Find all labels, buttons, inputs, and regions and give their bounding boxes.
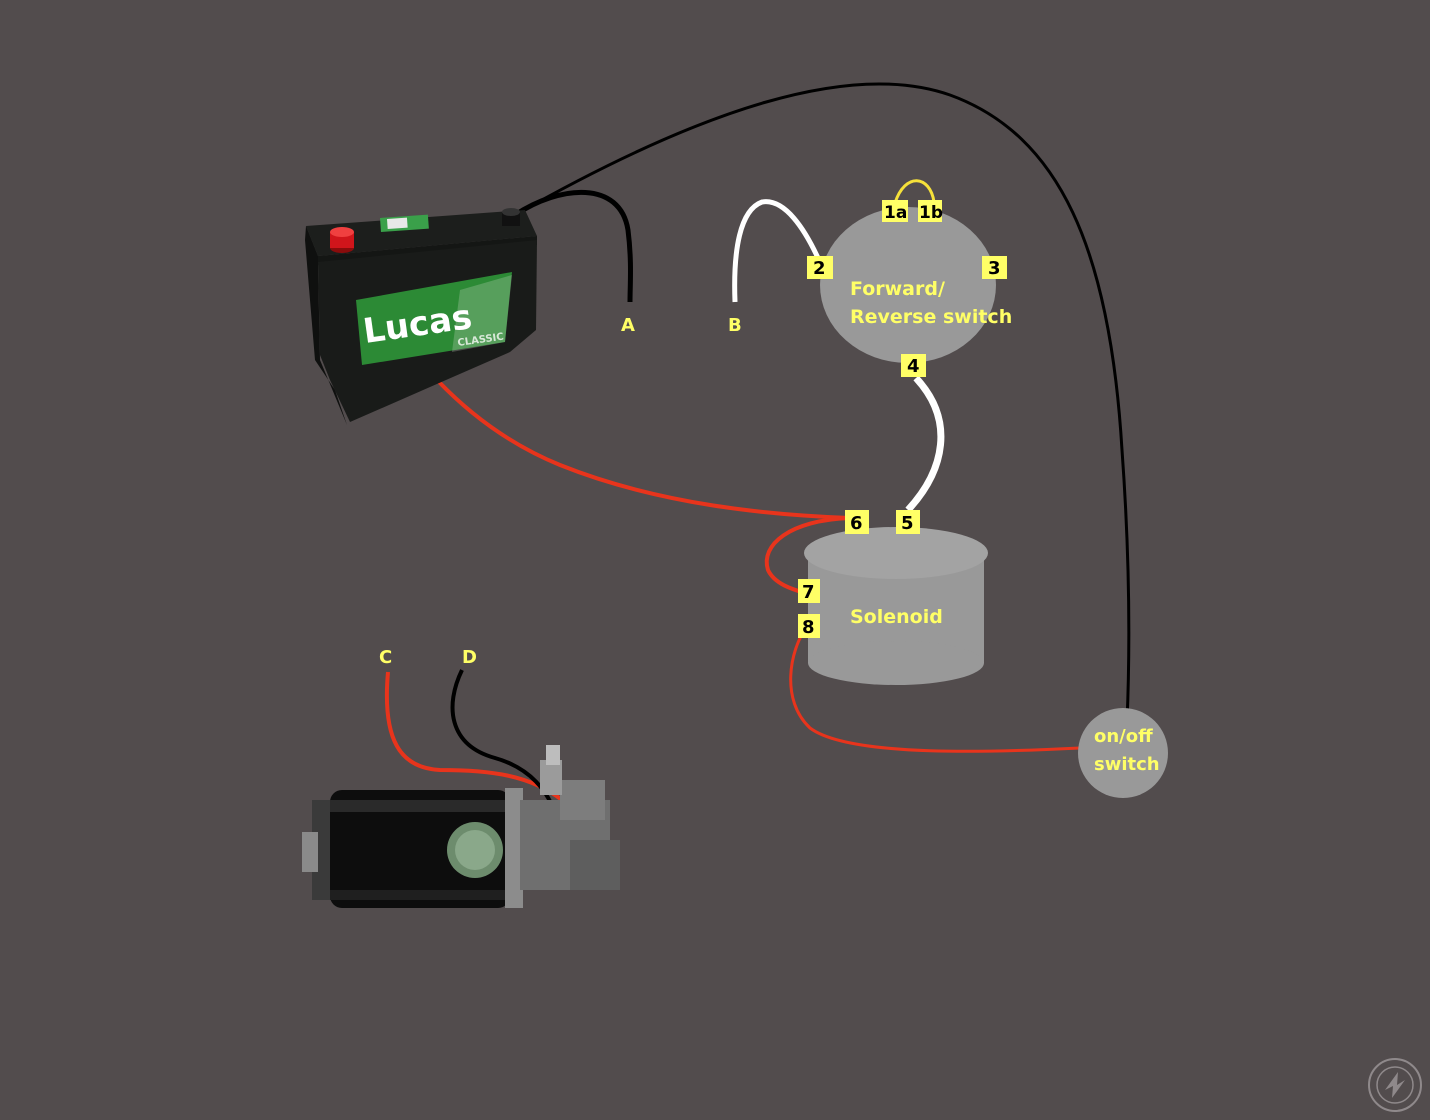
wire-end-c: C [379,647,392,668]
terminal-1a: 1a [884,203,907,223]
fr-switch-label-line2: Reverse switch [850,306,1012,328]
motor-can [330,790,510,908]
onoff-switch-body [1078,708,1168,798]
forward-reverse-switch: Forward/ Reverse switch 1a 1b 2 3 4 [807,200,1012,377]
wire-red-6-to-7 [764,516,851,596]
wire-end-d: D [462,647,477,668]
terminal-3: 3 [988,258,1001,279]
solenoid: Solenoid 6 5 7 8 [798,510,988,685]
terminal-2: 2 [813,258,826,279]
wire-black-battery-to-onoff [514,82,1131,723]
wire-red-motor-c [384,671,564,802]
terminal-8: 8 [802,617,815,638]
terminal-5: 5 [901,513,914,534]
battery-negative-terminal [502,212,520,226]
terminal-7: 7 [802,582,815,603]
gear-motor [302,745,620,908]
wire-red-8-to-onoff [789,627,1081,753]
wire-end-b: B [728,315,742,336]
solenoid-label: Solenoid [850,606,943,628]
wire-end-labels: A B C D [379,315,742,668]
wire-end-a: A [621,315,635,336]
battery: Lucas CLASSIC [305,208,537,425]
fr-switch-label-line1: Forward/ [850,278,945,300]
watermark-logo [1368,1058,1422,1112]
wires [342,82,1131,821]
fr-switch-body [820,207,996,363]
terminal-6: 6 [850,513,863,534]
on-off-switch: on/off switch [1078,708,1168,798]
wire-black-battery-to-a [513,189,633,303]
wire-yellow-jumper-1a-1b [893,179,936,204]
terminal-1b: 1b [919,203,943,223]
onoff-label-line1: on/off [1094,726,1153,747]
terminal-4: 4 [907,356,920,377]
wire-white-b-to-2 [732,199,821,303]
solenoid-top [804,527,988,579]
onoff-label-line2: switch [1094,754,1160,775]
wire-white-4-to-5 [905,375,945,513]
